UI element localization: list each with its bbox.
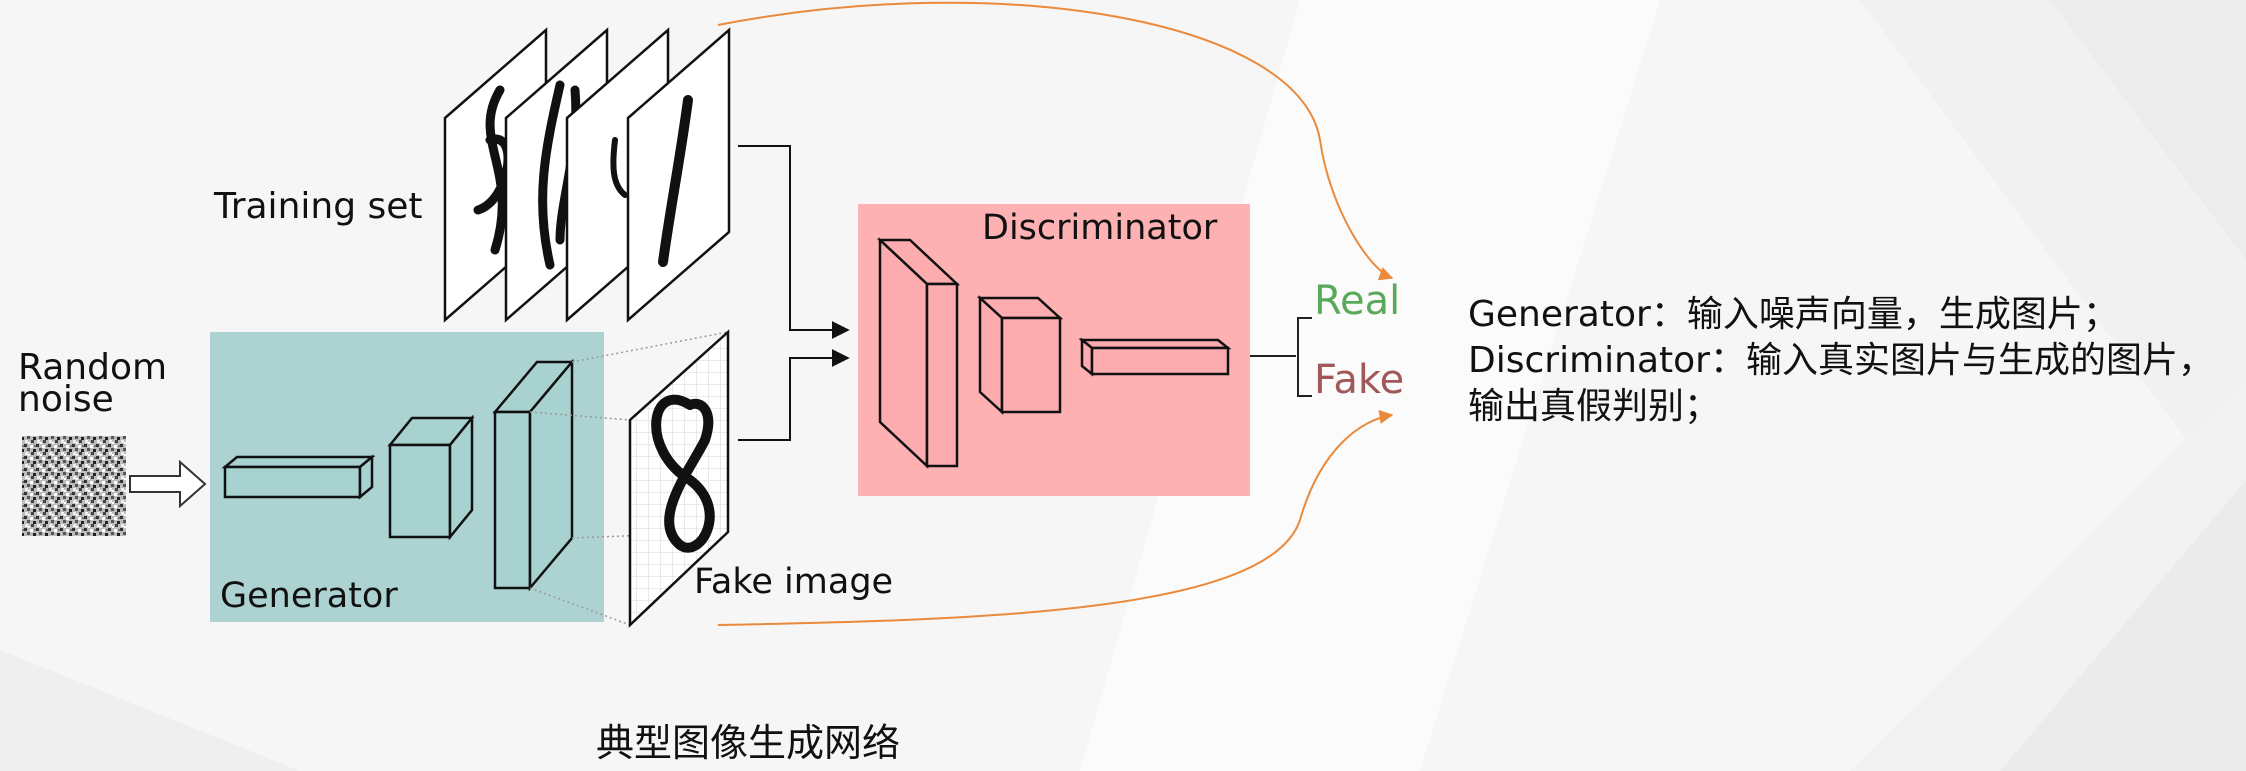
random-noise-label-line1: Random [18,347,168,388]
fake-image-label: Fake image [694,562,894,602]
real-feedback-curve [717,1,1394,281]
description-discriminator: Discriminator：输入真实图片与生成的图片， [1468,340,2214,381]
random-noise-label: Random noise [18,347,168,420]
inputs-to-discriminator [738,145,850,441]
discriminator-blocks [876,237,1232,469]
generator-blocks [221,358,575,592]
discriminator-label: Discriminator [982,208,1218,248]
fake-image [628,329,730,628]
fake-feedback-curve [717,410,1394,626]
output-connector [1250,317,1312,397]
description-generator: Generator：输入噪声向量，生成图片； [1468,294,2119,335]
fake-output-label: Fake [1314,357,1405,403]
training-set-images [443,27,731,323]
training-set-label: Training set [214,186,423,227]
description-output: 输出真假判别； [1468,386,1721,427]
real-label: Real [1314,278,1401,324]
diagram-caption: 典型图像生成网络 [596,721,901,765]
random-noise-image [22,436,126,536]
random-noise-label-line2: noise [18,379,114,420]
noise-to-generator-arrow [129,459,207,509]
generator-label: Generator [220,576,398,616]
